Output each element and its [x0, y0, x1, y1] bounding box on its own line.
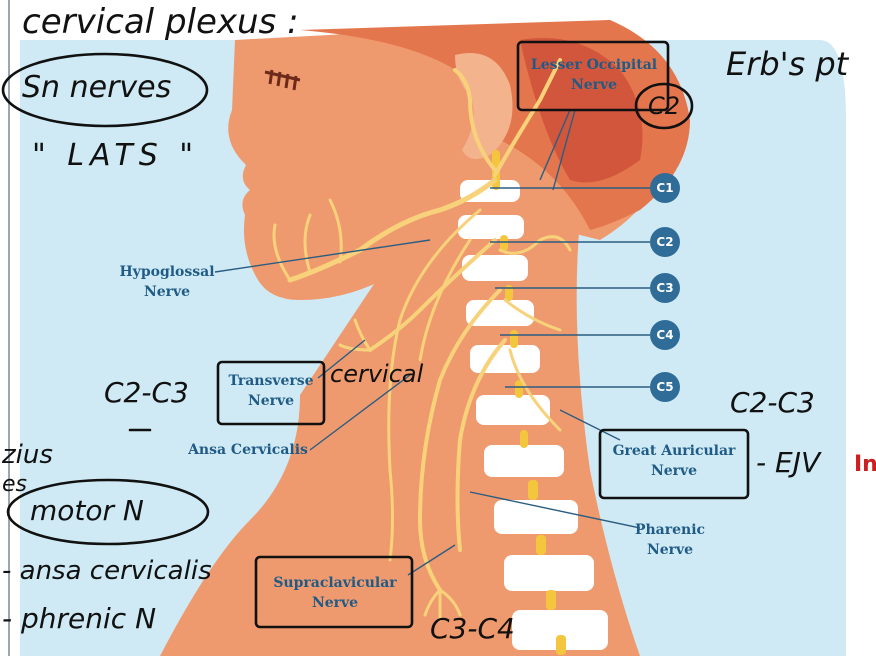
note-lats: " LATS " [32, 138, 199, 173]
note-sn-nerves: Sn nerves [22, 70, 171, 105]
badge-c5: C5 [650, 372, 680, 402]
note-cervical-plexus: cervical plexus : [22, 2, 299, 42]
note-ansa-cervicalis: - ansa cervicalis [2, 556, 212, 586]
label-great-auricular-nerve: Great Auricular Nerve [602, 441, 746, 481]
note-c2-c3-left: C2-C3 [104, 376, 189, 409]
label-transverse-nerve: Transverse Nerve [220, 371, 322, 411]
badge-c2: C2 [650, 227, 680, 257]
label-ansa-cervicalis: Ansa Cervicalis [182, 440, 314, 460]
note-es-cut: es [2, 472, 27, 497]
note-phrenic-n: - phrenic N [2, 602, 156, 635]
badge-c1: C1 [650, 173, 680, 203]
label-pharenic-nerve: Pharenic Nerve [620, 520, 720, 560]
badge-c4: C4 [650, 320, 680, 350]
note-c2-circled: C2 [648, 92, 680, 120]
label-hypoglossal-nerve: Hypoglossal Nerve [112, 262, 222, 302]
note-ejv: - EJV [756, 446, 820, 479]
note-zius-cut: zius [2, 440, 53, 470]
badge-c3: C3 [650, 273, 680, 303]
note-c2-c3-right: C2-C3 [730, 386, 815, 419]
label-lesser-occipital-nerve: Lesser Occipital Nerve [520, 55, 668, 95]
note-c3-c4: C3-C4 [430, 612, 515, 645]
note-motor-n: motor N [30, 494, 144, 527]
label-supraclavicular-nerve: Supraclavicular Nerve [262, 573, 408, 613]
note-in-cut: In [854, 452, 876, 477]
note-erbs-point: Erb's pt [726, 45, 848, 83]
note-cervical: cervical [330, 360, 423, 388]
